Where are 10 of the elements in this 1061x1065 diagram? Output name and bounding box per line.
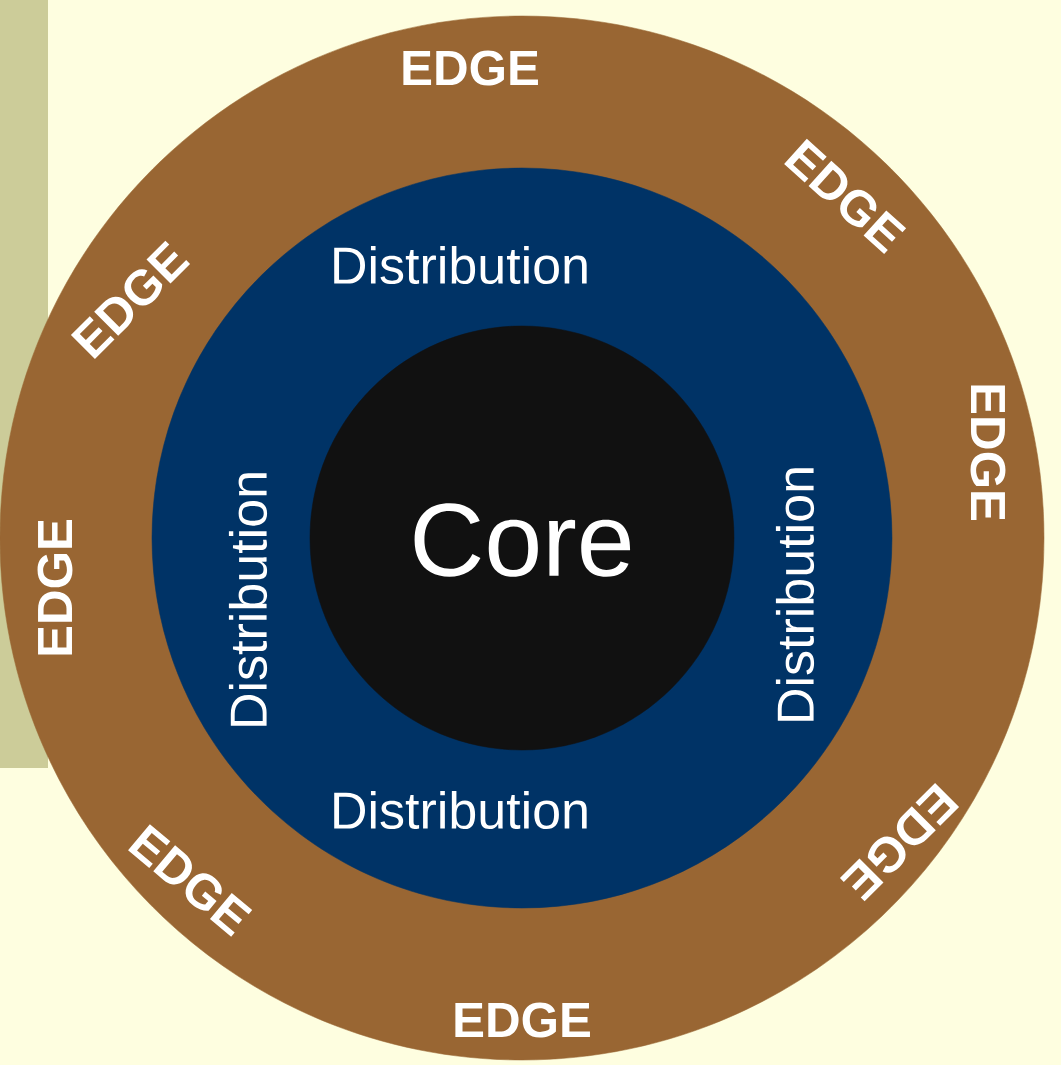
ring-label: Distribution xyxy=(775,468,815,721)
core-label: Core xyxy=(414,503,631,577)
ring-label: EDGE xyxy=(403,50,538,86)
ring-label: Distribution xyxy=(334,790,587,830)
ring-label: Distribution xyxy=(334,245,587,285)
core-circle xyxy=(309,325,735,751)
ring-label: EDGE xyxy=(970,385,1006,520)
ring-label: EDGE xyxy=(37,520,73,655)
ring-label: EDGE xyxy=(455,1002,590,1038)
ring-label: Distribution xyxy=(228,473,268,726)
